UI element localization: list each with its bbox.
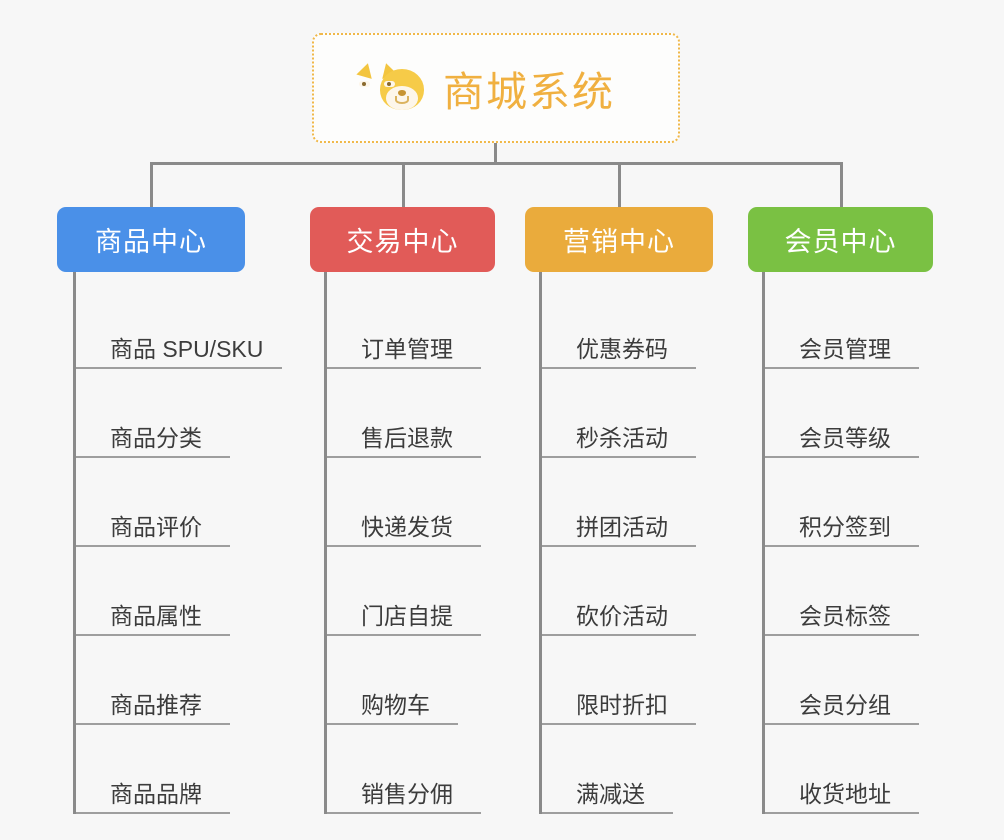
leaf-label: 积分签到 bbox=[799, 514, 891, 540]
list-item[interactable]: 会员管理 bbox=[765, 280, 963, 369]
leaf-underline bbox=[76, 367, 282, 369]
leaf-label: 商品品牌 bbox=[110, 781, 202, 807]
list-item[interactable]: 秒杀活动 bbox=[542, 369, 740, 458]
list-item[interactable]: 优惠券码 bbox=[542, 280, 740, 369]
leaf-underline bbox=[542, 812, 673, 814]
leaf-underline bbox=[765, 812, 919, 814]
leaf-label: 商品 SPU/SKU bbox=[110, 336, 264, 362]
branch-marketing-center: 优惠券码 秒杀活动 拼团活动 砍价活动 限时折扣 满减送 bbox=[539, 272, 740, 814]
leaf-underline bbox=[765, 723, 919, 725]
list-item[interactable]: 会员标签 bbox=[765, 547, 963, 636]
leaf-label: 砍价活动 bbox=[576, 603, 668, 629]
leaf-underline bbox=[542, 545, 696, 547]
leaf-underline bbox=[327, 812, 481, 814]
column-trade-center: 交易中心 订单管理 售后退款 快递发货 门店自提 购物车 bbox=[310, 207, 525, 814]
category-header-trade-center[interactable]: 交易中心 bbox=[310, 207, 495, 272]
list-item[interactable]: 会员等级 bbox=[765, 369, 963, 458]
list-item[interactable]: 商品属性 bbox=[76, 547, 307, 636]
leaf-underline bbox=[765, 367, 919, 369]
list-item[interactable]: 收货地址 bbox=[765, 725, 963, 814]
leaf-label: 会员分组 bbox=[799, 692, 891, 718]
leaf-label: 商品分类 bbox=[110, 425, 202, 451]
branch-member-center: 会员管理 会员等级 积分签到 会员标签 会员分组 收货地址 bbox=[762, 272, 963, 814]
list-item[interactable]: 商品 SPU/SKU bbox=[76, 280, 307, 369]
list-item[interactable]: 销售分佣 bbox=[327, 725, 525, 814]
leaf-underline bbox=[76, 545, 230, 547]
connector-drop-product-center bbox=[150, 162, 153, 208]
leaf-underline bbox=[542, 723, 696, 725]
leaf-underline bbox=[765, 456, 919, 458]
connector-drop-trade-center bbox=[402, 162, 405, 208]
root-title: 商城系统 bbox=[443, 69, 615, 115]
leaf-label: 购物车 bbox=[361, 692, 430, 718]
list-item[interactable]: 拼团活动 bbox=[542, 458, 740, 547]
leaf-label: 销售分佣 bbox=[361, 781, 453, 807]
category-header-product-center[interactable]: 商品中心 bbox=[57, 207, 245, 272]
list-item[interactable]: 商品分类 bbox=[76, 369, 307, 458]
list-item[interactable]: 限时折扣 bbox=[542, 636, 740, 725]
leaf-label: 收货地址 bbox=[799, 781, 891, 807]
list-item[interactable]: 会员分组 bbox=[765, 636, 963, 725]
connector-root-stem bbox=[494, 143, 497, 164]
branch-trade-center: 订单管理 售后退款 快递发货 门店自提 购物车 销售分佣 bbox=[324, 272, 525, 814]
list-item[interactable]: 砍价活动 bbox=[542, 547, 740, 636]
leaf-underline bbox=[542, 456, 696, 458]
list-item[interactable]: 购物车 bbox=[327, 636, 525, 725]
leaf-label: 优惠券码 bbox=[576, 336, 668, 362]
leaf-underline bbox=[765, 545, 919, 547]
leaf-underline bbox=[542, 634, 696, 636]
root-node[interactable]: 商城系统 bbox=[312, 33, 680, 143]
leaf-label: 订单管理 bbox=[361, 336, 453, 362]
leaf-label: 商品评价 bbox=[110, 514, 202, 540]
list-item[interactable]: 快递发货 bbox=[327, 458, 525, 547]
leaf-label: 秒杀活动 bbox=[576, 425, 668, 451]
leaf-label: 满减送 bbox=[576, 781, 645, 807]
leaf-label: 会员等级 bbox=[799, 425, 891, 451]
leaf-label: 售后退款 bbox=[361, 425, 453, 451]
column-marketing-center: 营销中心 优惠券码 秒杀活动 拼团活动 砍价活动 限时折扣 bbox=[525, 207, 740, 814]
connector-drop-marketing-center bbox=[618, 162, 621, 208]
branch-product-center: 商品 SPU/SKU 商品分类 商品评价 商品属性 商品推荐 商品品牌 bbox=[73, 272, 307, 814]
column-product-center: 商品中心 商品 SPU/SKU 商品分类 商品评价 商品属性 商品推荐 bbox=[57, 207, 307, 814]
list-item[interactable]: 满减送 bbox=[542, 725, 740, 814]
connector-drop-member-center bbox=[840, 162, 843, 208]
list-item[interactable]: 售后退款 bbox=[327, 369, 525, 458]
leaf-underline bbox=[327, 545, 481, 547]
shiba-dog-face-icon bbox=[356, 61, 429, 114]
list-item[interactable]: 商品品牌 bbox=[76, 725, 307, 814]
category-header-marketing-center[interactable]: 营销中心 bbox=[525, 207, 713, 272]
leaf-underline bbox=[542, 367, 696, 369]
list-item[interactable]: 商品推荐 bbox=[76, 636, 307, 725]
leaf-label: 门店自提 bbox=[361, 603, 453, 629]
leaf-label: 会员标签 bbox=[799, 603, 891, 629]
list-item[interactable]: 门店自提 bbox=[327, 547, 525, 636]
list-item[interactable]: 订单管理 bbox=[327, 280, 525, 369]
list-item[interactable]: 商品评价 bbox=[76, 458, 307, 547]
leaf-underline bbox=[327, 367, 481, 369]
leaf-underline bbox=[327, 456, 481, 458]
leaf-underline bbox=[327, 634, 481, 636]
leaf-underline bbox=[76, 634, 230, 636]
category-header-member-center[interactable]: 会员中心 bbox=[748, 207, 933, 272]
leaf-underline bbox=[765, 634, 919, 636]
column-member-center: 会员中心 会员管理 会员等级 积分签到 会员标签 会员分组 bbox=[748, 207, 963, 814]
leaf-underline bbox=[327, 723, 458, 725]
leaf-label: 拼团活动 bbox=[576, 514, 668, 540]
leaf-label: 商品推荐 bbox=[110, 692, 202, 718]
leaf-label: 快递发货 bbox=[361, 514, 453, 540]
leaf-label: 商品属性 bbox=[110, 603, 202, 629]
leaf-underline bbox=[76, 456, 230, 458]
list-item[interactable]: 积分签到 bbox=[765, 458, 963, 547]
leaf-underline bbox=[76, 723, 230, 725]
leaf-label: 会员管理 bbox=[799, 336, 891, 362]
connector-horizontal-bar bbox=[150, 162, 843, 165]
leaf-label: 限时折扣 bbox=[576, 692, 668, 718]
leaf-underline bbox=[76, 812, 230, 814]
